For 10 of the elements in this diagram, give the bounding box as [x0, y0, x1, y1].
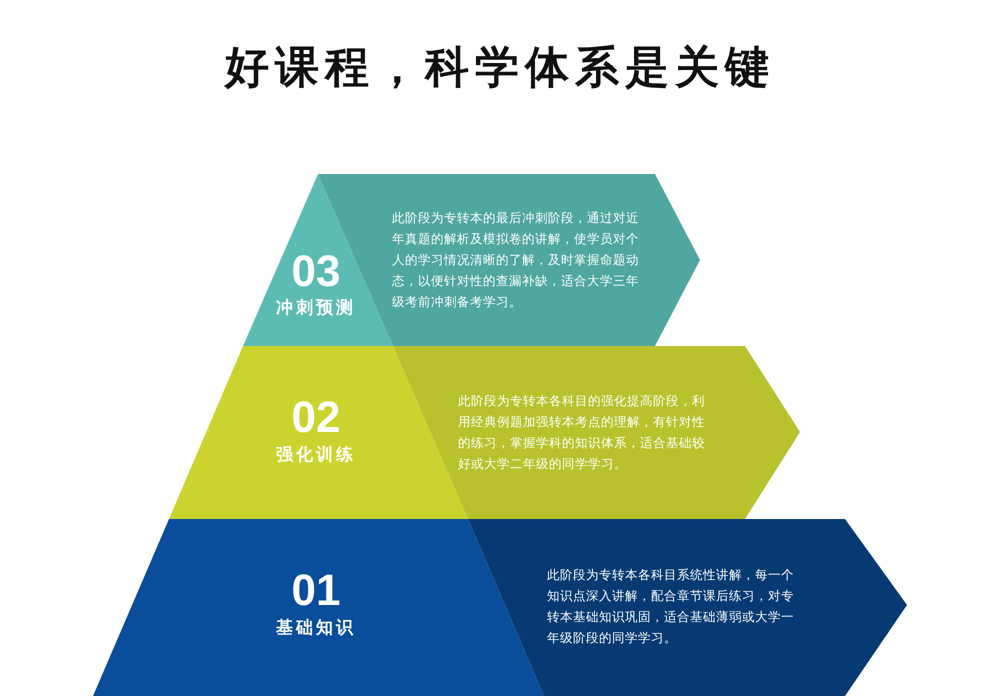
stage-name: 强化训练 — [275, 444, 357, 466]
stage-description: 此阶段为专转本各科目的强化提高阶段，利用经典例题加强转本考点的理解，有针对性的练习，掌握学科的知识体系，适合基础较好或大学二年级的同学学习。 — [458, 392, 706, 473]
stage-name: 冲刺预测 — [275, 297, 357, 319]
stage-description: 此阶段为专转本的最后冲刺阶段，通过对近年真题的解析及模拟卷的讲解，使学员对个人的学习情况清晰的了解，及时掌握命题动态，以便针对性的查漏补缺，适合大学三年级考前冲刺备考学习。 — [392, 209, 640, 311]
stage-number: 02 — [290, 394, 342, 442]
stage-number: 01 — [290, 567, 342, 615]
stage-description: 此阶段为专转本各科目系统性讲解，每一个知识点深入讲解，配合章节课后练习，对专转本基础知识巩固，适合基础薄弱或大学一年级阶段的同学学习。 — [547, 566, 795, 647]
title: 好课程，科学体系是关键 — [223, 41, 776, 95]
stage-number: 03 — [290, 248, 342, 296]
stage-name: 基础知识 — [275, 617, 357, 639]
